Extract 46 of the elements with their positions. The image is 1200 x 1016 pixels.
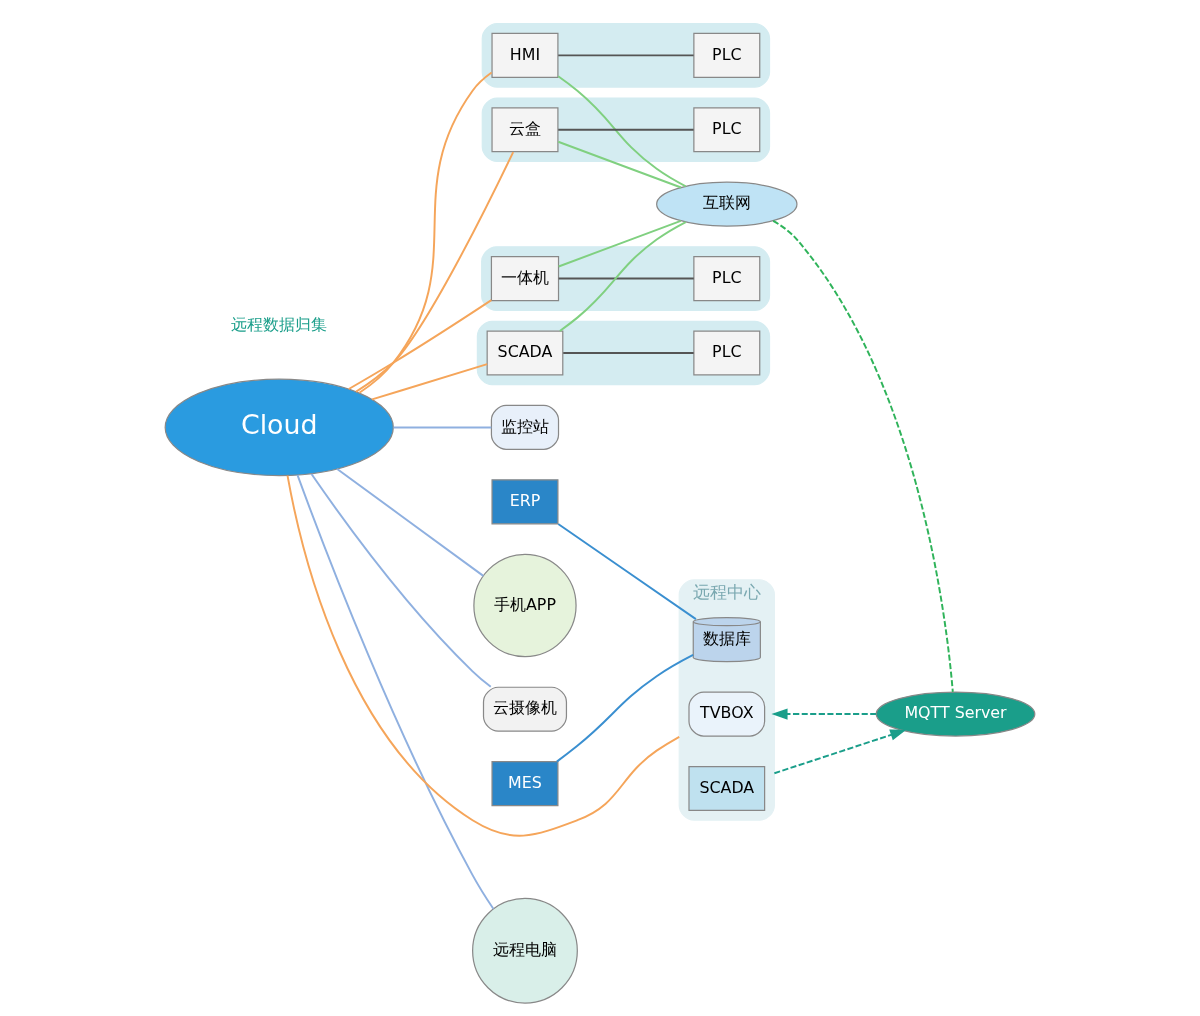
connector: [310, 472, 492, 688]
node-box: PLC: [693, 329, 761, 376]
node-box: 云盒: [491, 106, 559, 152]
cluster: [481, 22, 771, 88]
connector: [772, 219, 954, 693]
connector: [286, 474, 681, 837]
node-ellipse: MQTT Server: [875, 691, 1036, 737]
node-box: HMI: [491, 32, 559, 78]
node-ellipse: 互联网: [656, 181, 798, 227]
connector: [347, 298, 493, 390]
node-box: SCADA: [486, 329, 564, 376]
cluster: [481, 245, 771, 311]
node-box: PLC: [693, 255, 761, 301]
node-box: TVBOX: [688, 691, 766, 737]
connector: [557, 277, 695, 280]
connector: [557, 219, 682, 267]
arrow: [771, 707, 878, 720]
node-box: 云摄像机: [482, 686, 568, 732]
connector: [371, 362, 489, 400]
connector: [358, 71, 493, 394]
node-box: 一体机: [490, 255, 560, 301]
connector: [555, 653, 695, 763]
node-box: SCADA: [688, 765, 766, 811]
node-box: PLC: [693, 32, 761, 78]
node-box: ERP: [491, 478, 559, 524]
node-circle: 手机APP: [473, 553, 577, 657]
arrow: [773, 729, 907, 774]
connector: [557, 53, 695, 56]
connector: [562, 351, 695, 354]
connector: [557, 522, 697, 620]
connector: [392, 425, 493, 428]
connector: [557, 128, 695, 131]
label: 远程数据归集: [231, 314, 328, 334]
connector: [558, 220, 687, 332]
connector: [336, 467, 485, 577]
node-circle: 远程电脑: [472, 897, 578, 1004]
connector: [557, 140, 682, 188]
connector: [296, 473, 495, 910]
node-box: 监控站: [490, 404, 560, 450]
connector: [557, 74, 687, 187]
cluster: [481, 96, 771, 162]
connector: [355, 150, 515, 393]
node-ellipse: Cloud: [164, 378, 394, 476]
node-box: MES: [491, 760, 559, 806]
node-box: PLC: [693, 106, 761, 152]
cluster: [476, 320, 771, 385]
